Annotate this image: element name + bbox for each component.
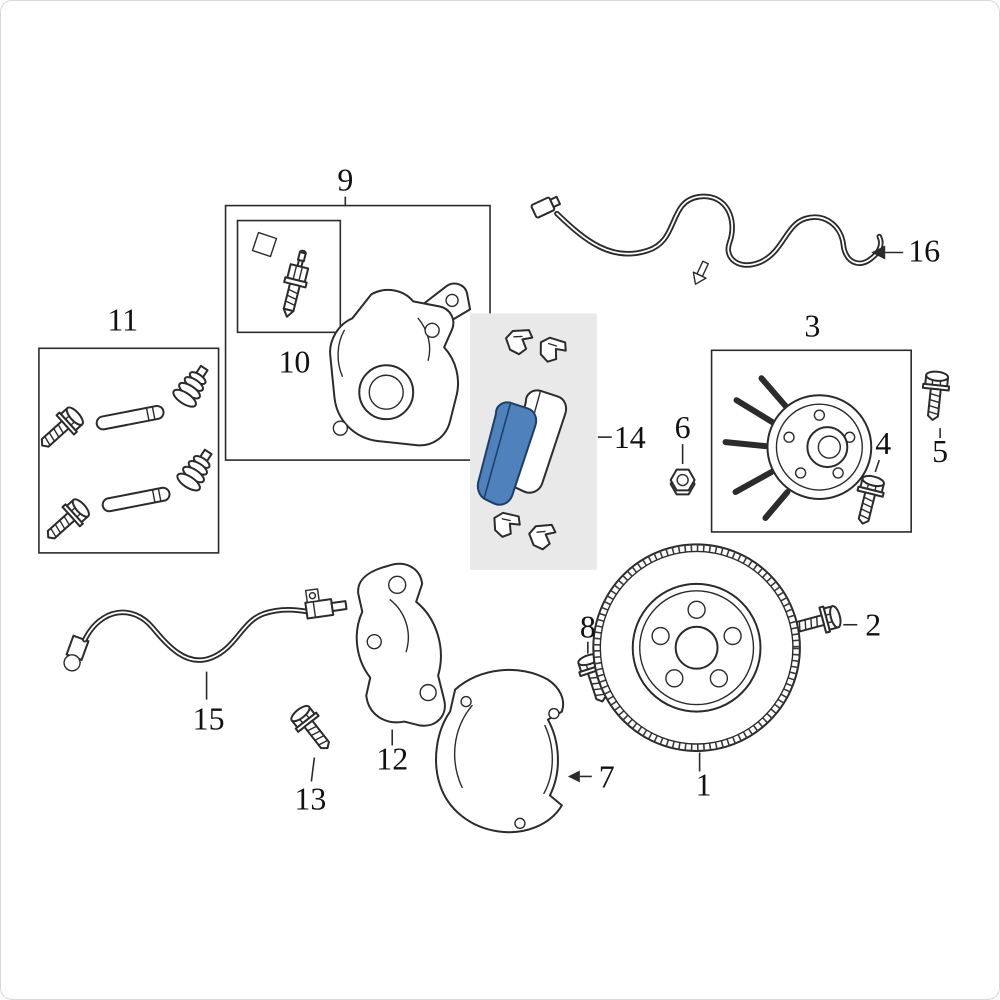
callout-16-label[interactable]: 16 bbox=[908, 233, 940, 268]
part-13-bolt-icon bbox=[286, 701, 339, 758]
part-15-hose-group bbox=[63, 588, 348, 672]
callout-5-label[interactable]: 5 bbox=[932, 434, 948, 469]
part-3-hub-group bbox=[710, 349, 912, 533]
callout-15[interactable]: 15 bbox=[193, 671, 225, 737]
part-11-guide-pin-kit-group bbox=[32, 347, 221, 554]
sensor-connector-drawing bbox=[530, 195, 561, 219]
sensor-cable-drawing bbox=[554, 193, 884, 268]
callout-9[interactable]: 9 bbox=[337, 163, 353, 206]
part-16-abs-wire-group bbox=[530, 193, 884, 285]
callout-14[interactable]: 14 bbox=[597, 420, 646, 455]
callout-12-label[interactable]: 12 bbox=[376, 741, 408, 776]
callout-6[interactable]: 6 bbox=[675, 410, 691, 465]
callout-3[interactable]: 3 bbox=[804, 308, 820, 343]
part-9-caliper-group bbox=[224, 204, 491, 461]
callout-7[interactable]: 7 bbox=[567, 759, 615, 794]
callout-11-label[interactable]: 11 bbox=[107, 302, 138, 337]
callout-4-label[interactable]: 4 bbox=[875, 426, 891, 461]
bleeder-screw-drawing bbox=[282, 249, 310, 318]
callout-16[interactable]: 16 bbox=[871, 233, 940, 268]
callout-9-label[interactable]: 9 bbox=[337, 163, 353, 198]
part-1-rotor-drawing bbox=[592, 543, 801, 752]
callout-7-label[interactable]: 7 bbox=[599, 759, 615, 794]
hub-drawing bbox=[722, 375, 873, 521]
callout-10-label[interactable]: 10 bbox=[278, 344, 310, 379]
caliper-drawing bbox=[329, 282, 472, 447]
callout-13[interactable]: 13 bbox=[294, 757, 326, 816]
sensor-cable-core bbox=[555, 195, 882, 266]
callout-4[interactable]: 4 bbox=[874, 426, 891, 473]
part-14-pad-set-group bbox=[470, 313, 597, 570]
part-7-shield-drawing bbox=[435, 669, 565, 834]
callout-1-label[interactable]: 1 bbox=[696, 767, 712, 802]
callout-5[interactable]: 5 bbox=[932, 428, 948, 469]
callout-12[interactable]: 12 bbox=[376, 729, 408, 777]
hose-end-fitting-drawing bbox=[304, 588, 348, 620]
hose-drawing bbox=[82, 607, 312, 663]
callout-14-label[interactable]: 14 bbox=[614, 420, 646, 455]
callout-8-label[interactable]: 8 bbox=[580, 610, 596, 645]
part-5-bolt-icon bbox=[918, 369, 952, 423]
callout-10[interactable]: 10 bbox=[278, 344, 310, 379]
callout-2-label[interactable]: 2 bbox=[865, 608, 881, 643]
callout-13-label[interactable]: 13 bbox=[294, 781, 326, 816]
callout-2[interactable]: 2 bbox=[843, 608, 881, 643]
callout-15-label[interactable]: 15 bbox=[193, 702, 225, 737]
seal-washer-drawing bbox=[251, 231, 278, 258]
callout-11[interactable]: 11 bbox=[107, 302, 138, 337]
callout-1[interactable]: 1 bbox=[696, 752, 712, 802]
hose-core bbox=[83, 608, 310, 661]
callout-6-label[interactable]: 6 bbox=[675, 410, 691, 445]
callout-8[interactable]: 8 bbox=[580, 610, 596, 654]
hose-fitting-drawing bbox=[63, 634, 90, 672]
cable-clip-drawing bbox=[692, 260, 710, 285]
highlighted-pad-drawing bbox=[476, 401, 538, 506]
part-12-bracket-drawing bbox=[355, 562, 446, 727]
part-6-nut-icon bbox=[669, 468, 696, 496]
callout-3-label[interactable]: 3 bbox=[804, 308, 820, 343]
